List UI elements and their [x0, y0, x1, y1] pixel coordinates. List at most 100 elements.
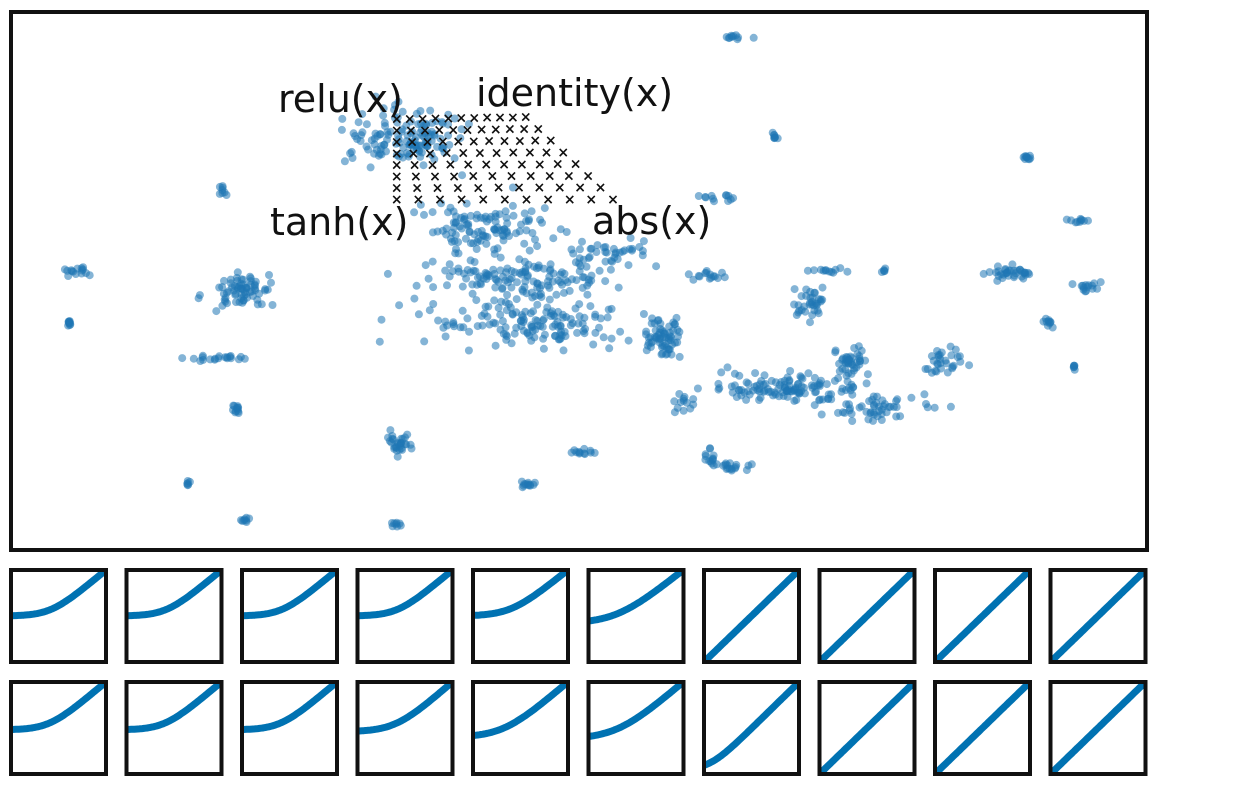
- curve-tile-frame: [817, 680, 917, 776]
- grid-mark: ×: [516, 157, 528, 173]
- data-point: [338, 114, 347, 123]
- data-point: [458, 171, 467, 180]
- data-point: [189, 354, 198, 363]
- grid-mark: ×: [481, 110, 493, 126]
- grid-mark: ×: [468, 134, 480, 150]
- data-point: [539, 315, 548, 324]
- data-point: [742, 466, 751, 475]
- data-point: [674, 332, 682, 341]
- curve-tile-frame: [124, 680, 224, 776]
- data-point: [383, 269, 392, 278]
- data-point: [652, 262, 661, 271]
- data-point: [261, 286, 269, 295]
- activation-curve-grid: [9, 568, 1148, 776]
- data-point: [948, 362, 957, 371]
- activation-curve: [242, 682, 337, 733]
- data-point: [476, 236, 485, 245]
- data-point: [1079, 283, 1088, 292]
- data-point: [224, 287, 233, 296]
- data-point: [508, 183, 517, 192]
- data-point: [240, 515, 249, 524]
- grid-mark: ×: [557, 145, 569, 161]
- data-point: [490, 296, 499, 305]
- data-point: [892, 412, 901, 421]
- data-point: [862, 407, 871, 416]
- data-point: [1009, 266, 1018, 275]
- data-point: [492, 276, 501, 284]
- data-point: [578, 273, 587, 282]
- data-point: [377, 315, 386, 324]
- data-point: [433, 142, 442, 151]
- data-point: [463, 314, 472, 323]
- data-point: [807, 381, 816, 390]
- data-point: [835, 367, 844, 376]
- data-point: [790, 396, 799, 405]
- data-point: [466, 211, 475, 220]
- data-point: [480, 309, 489, 318]
- data-point: [759, 387, 768, 396]
- activation-curve: [11, 682, 106, 733]
- curve-tile-frame: [933, 568, 1032, 664]
- data-point: [672, 313, 681, 322]
- data-point: [490, 225, 499, 234]
- data-point: [450, 154, 459, 163]
- data-point: [817, 376, 825, 385]
- data-point: [441, 332, 450, 341]
- data-point: [517, 316, 526, 325]
- data-point: [464, 346, 473, 355]
- grid-mark: ×: [518, 122, 530, 138]
- data-point: [212, 307, 221, 316]
- data-point: [448, 267, 457, 276]
- grid-mark: ×: [417, 111, 429, 127]
- data-point: [354, 118, 363, 127]
- grid-mark: ×: [493, 180, 505, 196]
- data-point: [508, 201, 517, 210]
- curve-tile: [1048, 568, 1148, 664]
- data-point: [869, 392, 878, 401]
- data-point: [1048, 323, 1057, 332]
- grid-mark: ×: [452, 180, 464, 196]
- data-point: [394, 152, 403, 161]
- data-point: [545, 283, 554, 292]
- curve-tile-frame: [240, 680, 339, 776]
- data-point: [454, 238, 463, 247]
- grid-mark: ×: [474, 146, 486, 162]
- data-point: [424, 274, 433, 283]
- data-point: [810, 288, 819, 297]
- data-point: [831, 346, 840, 355]
- data-point: [827, 390, 836, 399]
- curve-tile: [355, 568, 455, 664]
- data-point: [517, 220, 525, 229]
- data-point: [566, 315, 575, 323]
- data-point: [586, 244, 595, 253]
- data-point: [810, 401, 819, 410]
- data-point: [479, 274, 488, 283]
- data-point: [670, 397, 679, 406]
- data-point: [371, 92, 380, 101]
- data-point: [540, 204, 549, 213]
- data-point: [421, 261, 430, 270]
- label-abs: abs(x): [592, 199, 711, 243]
- data-point: [730, 369, 739, 378]
- data-point: [835, 359, 844, 368]
- data-point: [528, 293, 537, 302]
- data-point: [233, 268, 242, 277]
- data-point: [1068, 280, 1077, 289]
- data-point: [210, 355, 219, 364]
- data-point: [526, 309, 535, 318]
- label-identity: identity(x): [476, 71, 673, 115]
- data-point: [575, 245, 584, 254]
- data-point: [428, 228, 437, 237]
- data-point: [476, 213, 485, 222]
- data-point: [578, 283, 587, 292]
- curve-tile-frame: [817, 568, 917, 664]
- data-point: [501, 323, 510, 332]
- data-point: [241, 283, 250, 292]
- data-point: [848, 417, 857, 425]
- data-point: [693, 384, 702, 393]
- data-point: [1010, 273, 1018, 282]
- data-point: [425, 306, 434, 315]
- data-point: [410, 208, 419, 217]
- grid-mark: ×: [472, 180, 484, 196]
- grid-mark: ×: [504, 122, 516, 138]
